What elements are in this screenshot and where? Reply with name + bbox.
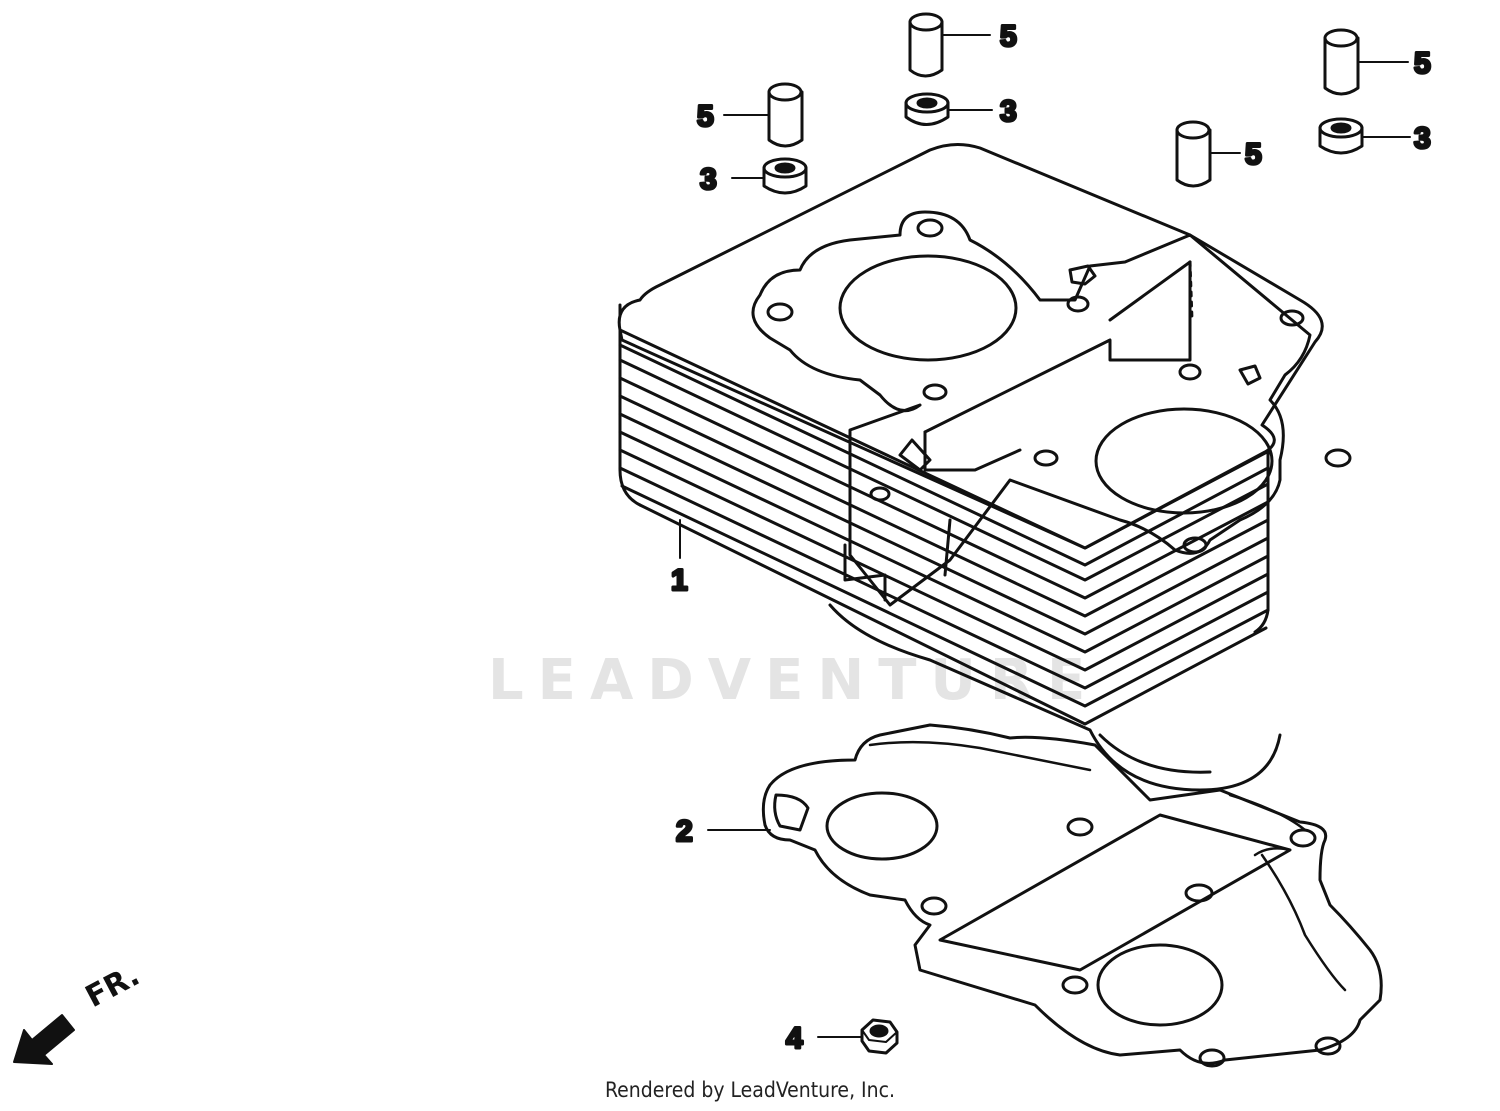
seal-ring-top-center[interactable] <box>904 92 950 126</box>
cylinder-block[interactable] <box>617 143 1352 792</box>
callout-seal-top-center: 3 <box>1000 95 1017 128</box>
dowel-pin-left[interactable] <box>767 82 804 148</box>
footer-credit: Rendered by LeadVenture, Inc. <box>605 1078 895 1102</box>
seal-ring-left[interactable] <box>762 157 808 195</box>
callout-nut: 4 <box>786 1022 803 1055</box>
front-direction-arrow-icon <box>13 1014 75 1065</box>
callout-dowel-right-upper: 5 <box>1414 47 1431 80</box>
callout-cylinder: 1 <box>671 564 688 597</box>
callout-dowel-right-lower: 5 <box>1245 138 1262 171</box>
callout-seal-left: 3 <box>700 163 717 196</box>
hex-nut[interactable] <box>860 1018 899 1055</box>
callout-seal-right: 3 <box>1414 122 1431 155</box>
callout-dowel-top-center: 5 <box>1000 20 1017 53</box>
leader-lines <box>679 34 1411 1038</box>
dowel-pin-right-upper[interactable] <box>1323 28 1360 96</box>
dowel-pin-top-center[interactable] <box>908 12 944 78</box>
dowel-pin-right-lower[interactable] <box>1175 120 1212 188</box>
cylinder-base-gasket[interactable] <box>761 723 1383 1068</box>
callout-gasket: 2 <box>676 815 693 848</box>
callout-dowel-left: 5 <box>697 100 714 133</box>
seal-ring-right[interactable] <box>1318 117 1364 155</box>
